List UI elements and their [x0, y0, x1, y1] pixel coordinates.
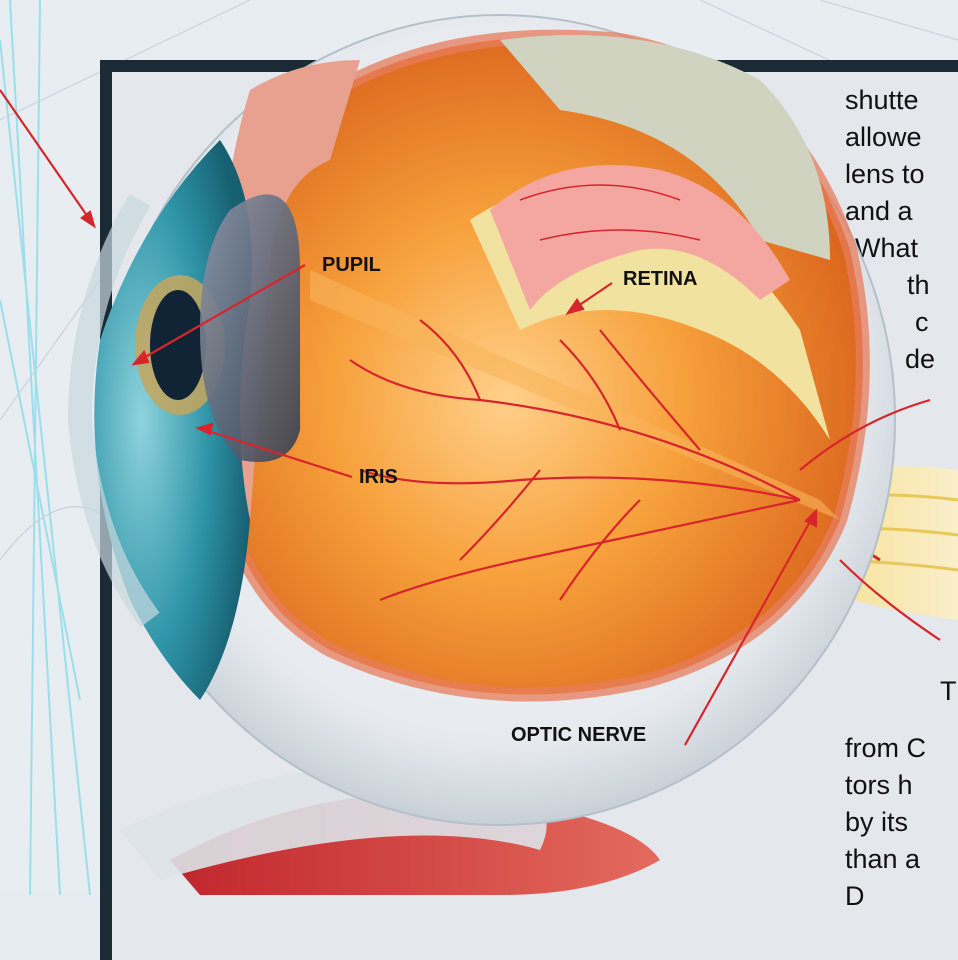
pupil-shape	[150, 290, 206, 400]
label-iris: IRIS	[359, 466, 398, 489]
label-pupil: PUPIL	[322, 254, 381, 277]
label-retina: RETINA	[623, 268, 697, 291]
label-optic-nerve: OPTIC NERVE	[511, 724, 646, 747]
eye-cross-section-illustration	[0, 0, 958, 895]
